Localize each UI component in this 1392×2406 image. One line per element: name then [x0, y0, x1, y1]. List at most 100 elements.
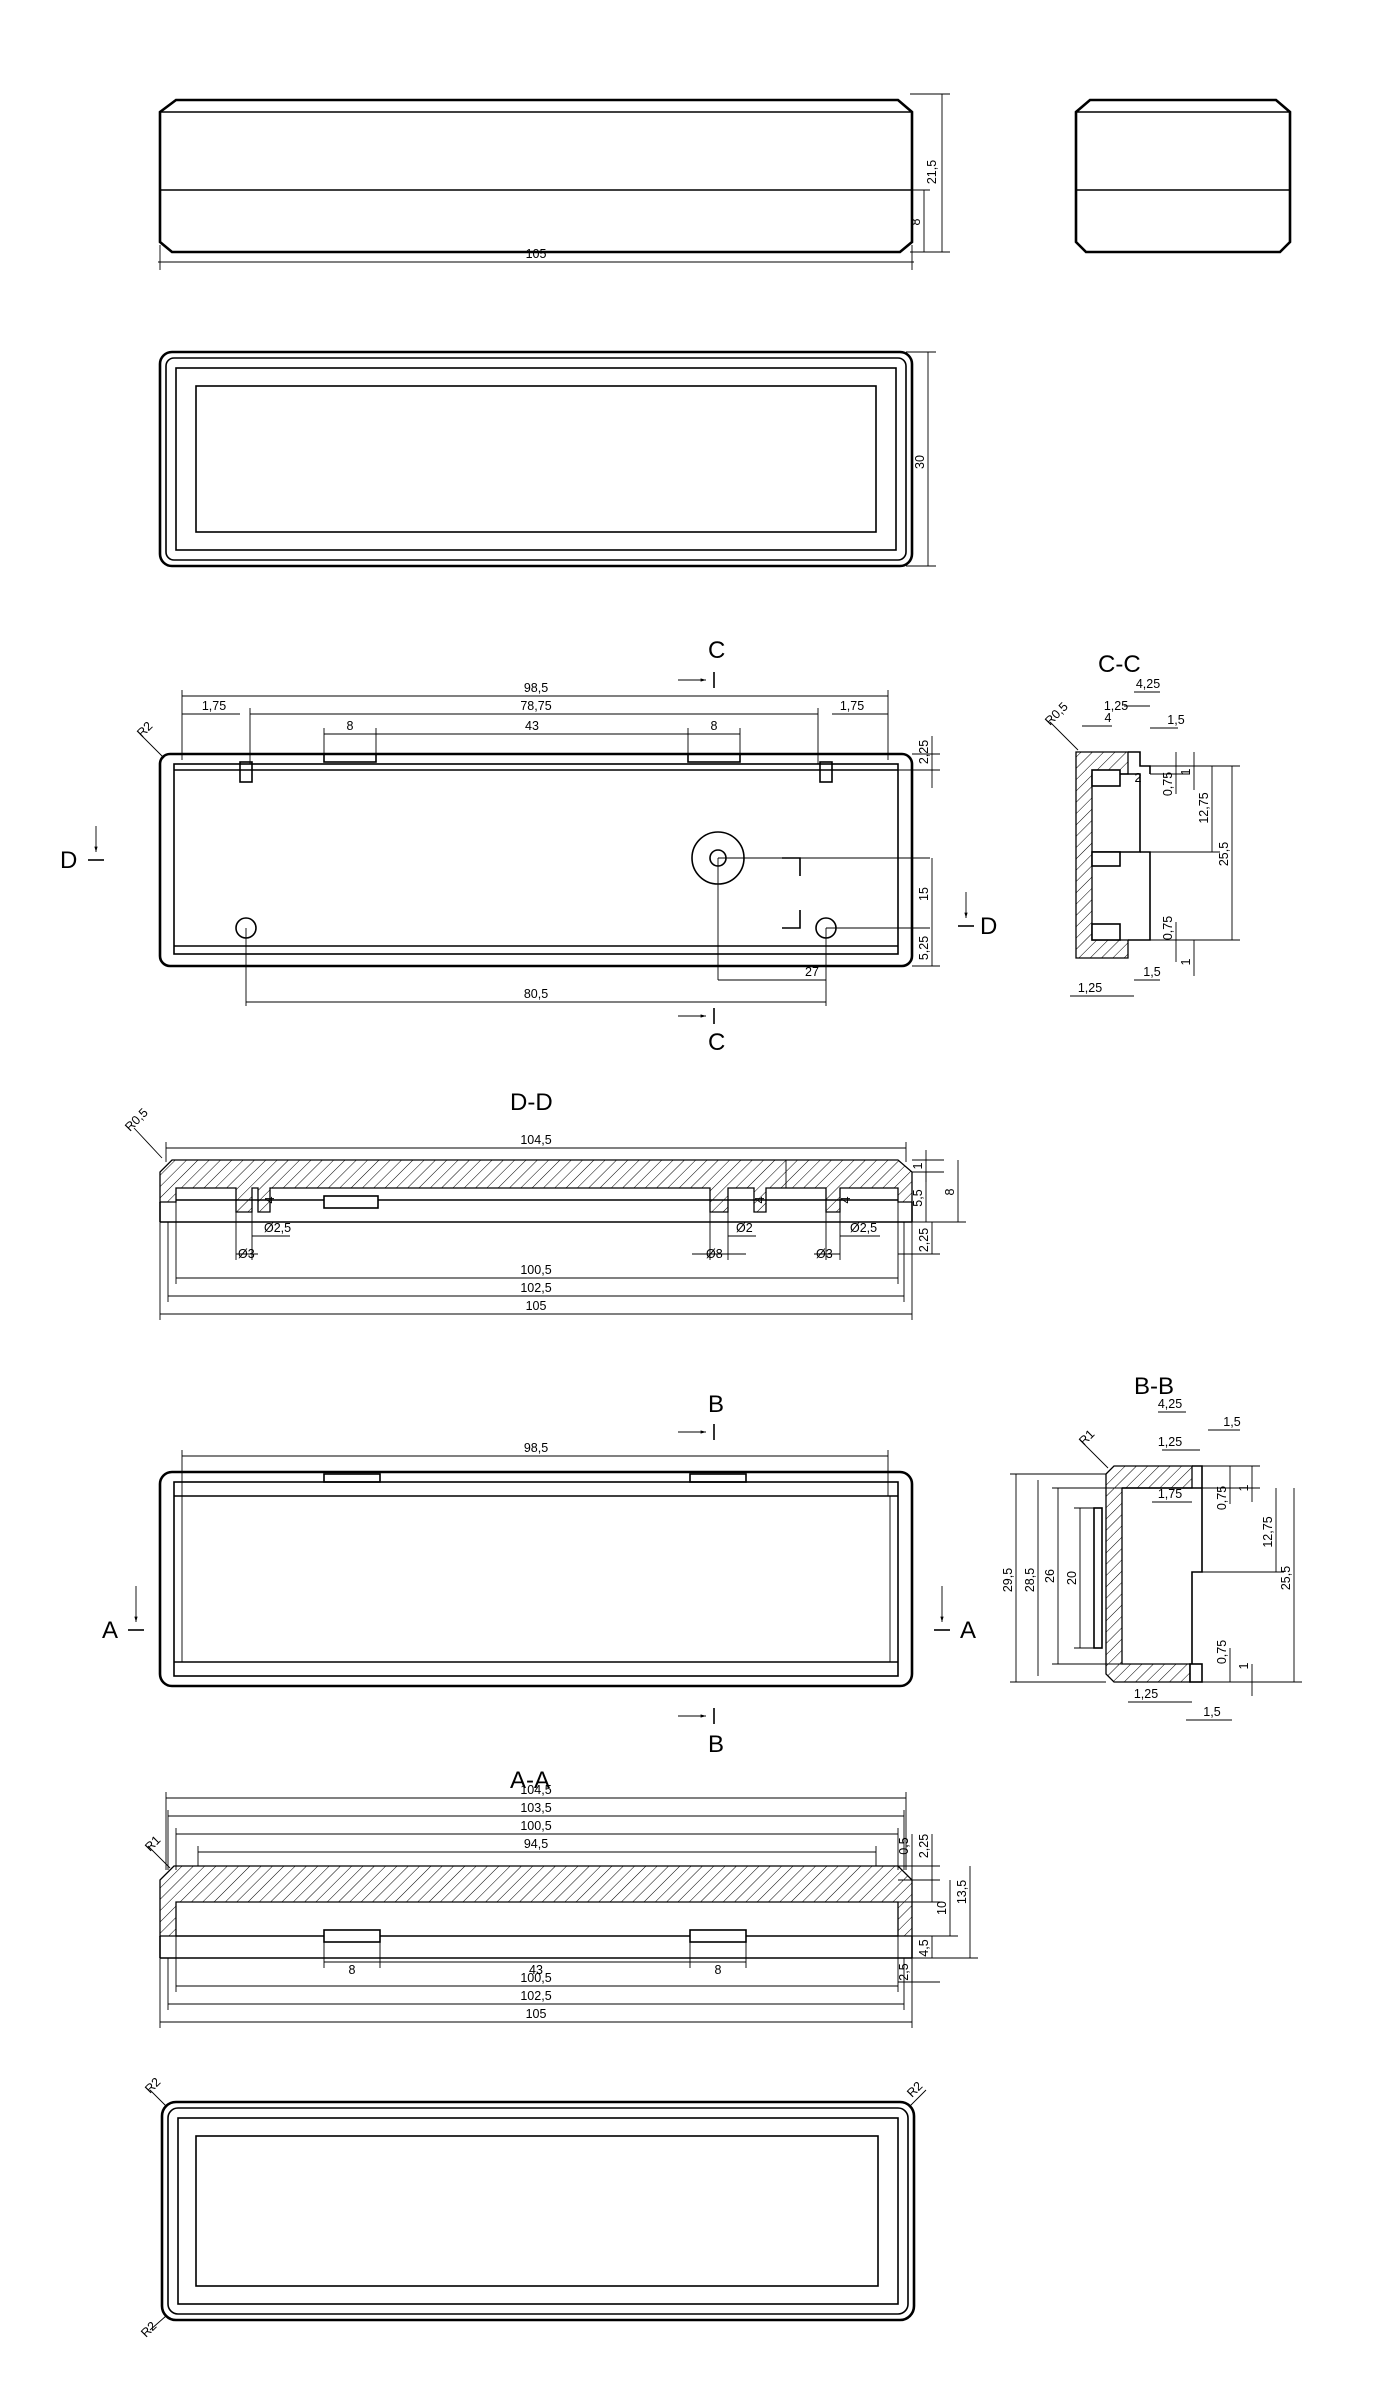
dim-1-bb-bot: 1 [1237, 1662, 1251, 1669]
cut-label-b-bottom: B [708, 1731, 724, 1758]
dim-1-5-bb-top: 1,5 [1223, 1415, 1240, 1429]
dim-1-5-cc-bot: 1,5 [1143, 965, 1160, 979]
dim-12-75-bb: 12,75 [1261, 1516, 1275, 1547]
dim-1-bb-top: 1 [1237, 1484, 1251, 1491]
dim-1-cc-bot: 1 [1179, 958, 1193, 965]
dia-2: Ø2 [736, 1221, 753, 1235]
section-bb: B-B 4,25 1,5 1,25 1,75 0,75 1 12,75 25,5… [1001, 1373, 1302, 1721]
dim-1-cc-top: 1 [1179, 768, 1193, 775]
dim-26: 26 [1043, 1569, 1057, 1583]
dim-78-75: 78,75 [520, 699, 551, 713]
dim-1-5-bb-bot: 1,5 [1203, 1705, 1220, 1719]
cut-label-d-right: D [980, 913, 997, 940]
dim-100-5-aa-bot: 100,5 [520, 1971, 551, 1985]
dim-2-cc: 2 [1135, 771, 1142, 785]
dim-4-25-cc: 4,25 [1136, 677, 1160, 691]
dim-4-5-aa: 4,5 [917, 1939, 931, 1956]
dim-1-5-cc-top: 1,5 [1167, 713, 1184, 727]
dim-21-5: 21,5 [925, 160, 939, 184]
dim-8-plan-left: 8 [347, 719, 354, 733]
dim-5-25: 5,25 [917, 936, 931, 960]
dim-12-75-cc: 12,75 [1197, 792, 1211, 823]
dim-103-5-aa: 103,5 [520, 1801, 551, 1815]
dim-1-25-bb-bot: 1,25 [1134, 1687, 1158, 1701]
dim-15: 15 [917, 887, 931, 901]
dim-4-25-bb: 4,25 [1158, 1397, 1182, 1411]
dim-102-5-dd: 102,5 [520, 1281, 551, 1295]
dim-1-25-cc-top: 1,25 [1104, 699, 1128, 713]
cut-label-d-left: D [60, 847, 77, 874]
dim-29-5: 29,5 [1001, 1568, 1015, 1592]
radius-r1-bb: R1 [1076, 1427, 1097, 1448]
dim-105-front: 105 [526, 247, 547, 261]
cut-label-c-top: C [708, 637, 725, 664]
dim-10-aa: 10 [935, 1901, 949, 1915]
radius-r0-5-dd: R0,5 [122, 1106, 151, 1135]
section-aa-title: A-A [510, 1767, 550, 1794]
dim-1-dd: 1 [911, 1162, 925, 1169]
dim-0-75-cc-bot: 0,75 [1161, 916, 1175, 940]
dim-104-5-dd: 104,5 [520, 1133, 551, 1147]
dim-25-5-cc: 25,5 [1217, 842, 1231, 866]
radius-r2-top-right: R2 [904, 2079, 925, 2100]
dim-1-75-right: 1,75 [840, 699, 864, 713]
plan-b-view: 98,5 B B A A [102, 1391, 976, 1758]
dim-105-aa: 105 [526, 2007, 547, 2021]
dim-80-5: 80,5 [524, 987, 548, 1001]
radius-r0-5-cc: R0,5 [1042, 700, 1071, 729]
bottom-view: R2 R2 R2 [138, 2075, 927, 2340]
dim-8-dd: 8 [943, 1188, 957, 1195]
dim-13-5: 13,5 [955, 1880, 969, 1904]
dim-2-25-plan: 2,25 [917, 740, 931, 764]
radius-r2-plan: R2 [134, 719, 155, 740]
dim-104-5-aa: 104,5 [520, 1783, 551, 1797]
dim-43-aa: 43 [529, 1963, 543, 1977]
dim-4-dd-c: 4 [839, 1196, 853, 1203]
section-dd-title: D-D [510, 1089, 553, 1116]
dim-4-dd-a: 4 [263, 1196, 277, 1203]
dim-0-75-bb-bot: 0,75 [1215, 1640, 1229, 1664]
section-aa: A-A 104,5 103,5 100,5 94,5 0,5 2,25 13,5 [142, 1767, 978, 2028]
section-cc-title: C-C [1098, 651, 1141, 678]
dim-8-front: 8 [909, 218, 923, 225]
dim-8-aa-left: 8 [349, 1963, 356, 1977]
dia-2-5-right: Ø2,5 [850, 1221, 877, 1235]
cut-label-b-top: B [708, 1391, 724, 1418]
dim-100-5-dd: 100,5 [520, 1263, 551, 1277]
radius-r2-bottom-left: R2 [138, 2319, 159, 2340]
dim-28-5: 28,5 [1023, 1568, 1037, 1592]
dia-3-left: Ø3 [238, 1247, 255, 1261]
dim-1-75-left: 1,75 [202, 699, 226, 713]
dim-0-75-bb-top: 0,75 [1215, 1486, 1229, 1510]
dim-105-dd: 105 [526, 1299, 547, 1313]
dim-8-plan-right: 8 [711, 719, 718, 733]
dim-98-5-plan-b: 98,5 [524, 1441, 548, 1455]
section-bb-title: B-B [1134, 1373, 1174, 1400]
dim-25-5-bb: 25,5 [1279, 1566, 1293, 1590]
dim-102-5-aa: 102,5 [520, 1989, 551, 2003]
dim-2-25-dd: 2,25 [917, 1228, 931, 1252]
dim-4-cc: 4 [1105, 711, 1112, 725]
cut-label-a-right: A [960, 1617, 976, 1644]
dim-98-5-plan: 98,5 [524, 681, 548, 695]
dim-30: 30 [913, 455, 927, 469]
dim-20: 20 [1065, 1571, 1079, 1585]
cut-label-c-bottom: C [708, 1029, 725, 1056]
radius-r1-aa: R1 [142, 1833, 163, 1854]
dim-0-75-cc-top: 0,75 [1161, 772, 1175, 796]
dim-1-75-bb: 1,75 [1158, 1487, 1182, 1501]
front-view: 105 21,5 8 [158, 93, 950, 270]
dim-8-aa-right: 8 [715, 1963, 722, 1977]
dim-2-25-aa: 2,25 [917, 1834, 931, 1858]
dia-8: Ø8 [706, 1247, 723, 1261]
dim-43-plan: 43 [525, 719, 539, 733]
plan-view: D D C C 98,5 78,75 1,75 1,75 8 43 8 [60, 637, 997, 1056]
dim-1-25-bb-top: 1,25 [1158, 1435, 1182, 1449]
dim-4-dd-b: 4 [753, 1196, 767, 1203]
radius-r2-top-left: R2 [142, 2075, 163, 2096]
dia-2-5-left: Ø2,5 [264, 1221, 291, 1235]
side-view [1074, 98, 1292, 254]
top-view: 30 [158, 350, 936, 568]
section-dd: D-D 4 4 4 104,5 1 5,5 8 2,25 Ø2,5 Ø3 [122, 1089, 966, 1320]
